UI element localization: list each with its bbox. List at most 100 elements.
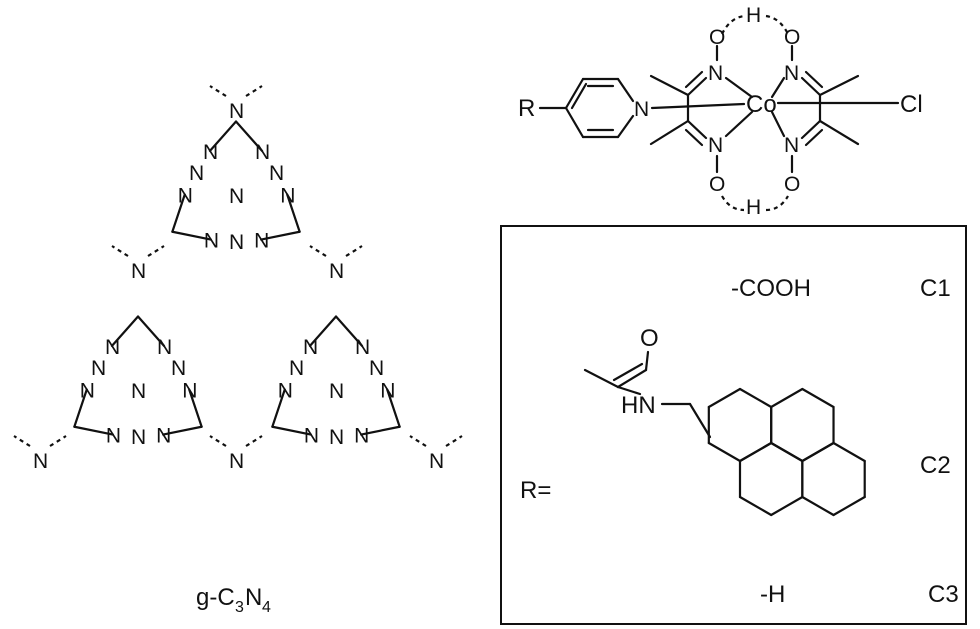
bond (188, 388, 203, 428)
substituent-c3: -H (760, 581, 785, 608)
bond (386, 388, 401, 428)
pyrenylmethyl-amide: O HN (583, 325, 866, 517)
right-unit-ring-N: N (354, 425, 369, 448)
cobaloxime-structure: R N Co Cl N O N (518, 4, 923, 219)
right-unit-ring-N: N (369, 357, 384, 380)
right-unit-ring-N: N (289, 357, 304, 380)
pyridine-ring (564, 77, 635, 139)
bond (162, 425, 203, 436)
oxime-N-lr: N (784, 134, 799, 157)
bond (309, 245, 327, 257)
bridging-N-1: N (131, 260, 146, 283)
oxime-N-ll: N (708, 134, 723, 157)
pyrene-rings (707, 387, 866, 517)
code-c1: C1 (920, 275, 951, 302)
pyrene-bond (738, 495, 773, 517)
top-unit-ring-N: N (229, 231, 244, 254)
bridging-N-3: N (33, 450, 48, 473)
bond (271, 388, 286, 428)
left-unit-central-N: N (131, 380, 146, 403)
amide-O: O (640, 325, 659, 352)
bond (286, 193, 301, 233)
oxime-O-ll: O (709, 173, 725, 196)
right-unit-ring-N: N (304, 425, 319, 448)
bond (171, 230, 212, 241)
left-unit-ring-N: N (106, 425, 121, 448)
bond (171, 193, 186, 233)
bond (13, 435, 31, 447)
bridging-N-0: N (229, 100, 244, 123)
substituent-c1: -COOH (731, 275, 811, 302)
bond (49, 435, 67, 447)
pyrene-bond (801, 387, 835, 409)
code-c2: C2 (920, 452, 951, 479)
oxime-O-ur: O (784, 26, 800, 49)
bond (334, 315, 364, 347)
pyrene-bond (801, 495, 835, 517)
oxime-N-ur: N (784, 62, 799, 85)
top-unit-central-N: N (229, 185, 244, 208)
top-unit-ring-N: N (189, 162, 204, 185)
bond (111, 245, 129, 257)
bridge-H-bottom: H (746, 196, 761, 219)
gc3n4-label: g-C 3 N 4 (196, 584, 271, 616)
left-unit-ring-N: N (131, 426, 146, 449)
bond (209, 85, 227, 97)
code-c3: C3 (928, 581, 959, 608)
bond (209, 435, 227, 447)
pyrene-bond (707, 441, 742, 463)
bond (360, 425, 401, 436)
chlorine-label: Cl (900, 91, 923, 118)
bond (73, 425, 114, 436)
bond (234, 120, 264, 152)
right-unit-central-N: N (329, 380, 344, 403)
pyrene-bond (707, 387, 742, 409)
left-unit-ring-N: N (156, 425, 171, 448)
bond (245, 85, 263, 97)
bond (271, 425, 312, 436)
bond (345, 245, 363, 257)
pyrene-bond (832, 495, 866, 517)
gc3n4-label-sub1: 3 (235, 599, 244, 616)
oxime-N-ul: N (708, 62, 723, 85)
r-group-label: R (518, 95, 535, 122)
pyrene-bond (770, 387, 804, 409)
bond (110, 315, 140, 347)
pyrene-bond (832, 441, 866, 463)
gc3n4-label-sub2: 4 (262, 599, 271, 616)
pyrene-bond (738, 387, 773, 409)
r-equals-label: R= (520, 477, 551, 504)
bond (147, 245, 165, 257)
bond (445, 435, 463, 447)
bridge-H-top: H (746, 4, 761, 27)
pyrene-bond (770, 495, 804, 517)
top-unit-ring-N: N (254, 230, 269, 253)
bridging-N-4: N (229, 450, 244, 473)
pyrene-bond (738, 441, 773, 463)
n-co-bond (650, 102, 746, 110)
left-unit-ring-N: N (91, 357, 106, 380)
bridging-N-5: N (429, 450, 444, 473)
bond (208, 120, 238, 152)
pyrene-bond (801, 441, 835, 463)
gc3n4-label-mid: N (245, 584, 262, 611)
bond (136, 315, 166, 347)
bond (409, 435, 427, 447)
pyridine-N: N (634, 98, 649, 121)
pyrene-bond (770, 441, 804, 463)
oxime-O-ul: O (709, 26, 725, 49)
amide-HN: HN (621, 392, 656, 419)
bond (308, 315, 338, 347)
bond (245, 435, 263, 447)
bridging-N-2: N (329, 260, 344, 283)
right-unit-ring-N: N (329, 426, 344, 449)
top-unit-ring-N: N (204, 230, 219, 253)
gc3n4-label-prefix: g-C (196, 584, 235, 611)
left-unit-ring-N: N (171, 357, 186, 380)
top-unit-ring-N: N (269, 162, 284, 185)
oxime-O-lr: O (784, 173, 800, 196)
bond (73, 388, 88, 428)
substituent-box (500, 225, 967, 625)
